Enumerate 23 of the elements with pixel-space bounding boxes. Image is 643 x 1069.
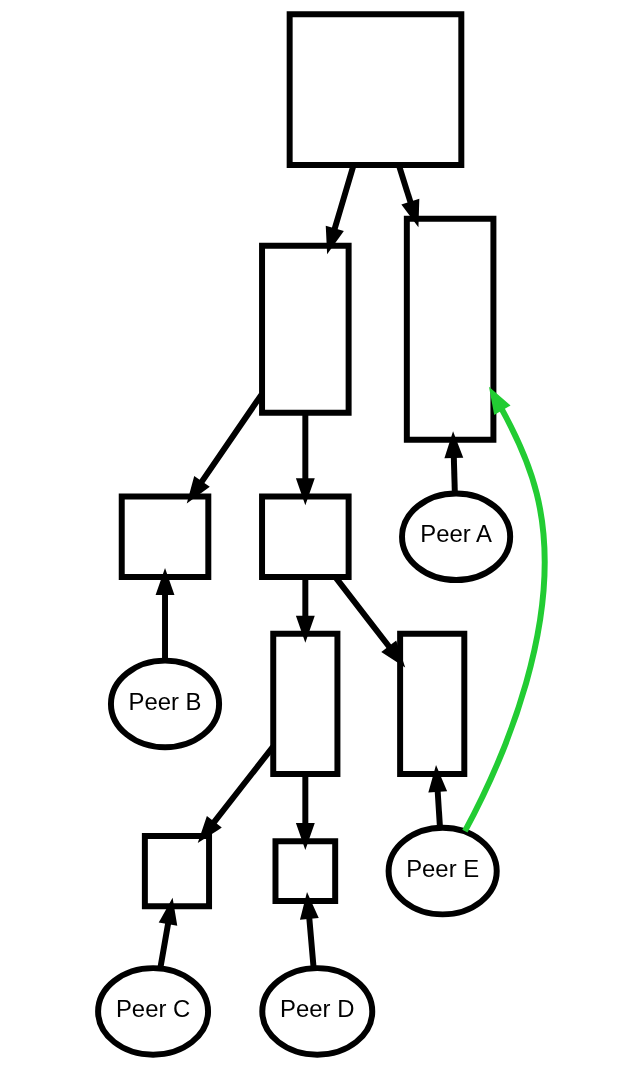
node-box: [270, 630, 341, 778]
node-box: [272, 838, 339, 904]
node-box: [259, 493, 352, 581]
node-ellipse: Peer D: [259, 965, 376, 1058]
arrow: [462, 386, 548, 833]
arrow: [428, 765, 448, 828]
arrow: [299, 892, 319, 969]
node-box: [397, 630, 468, 778]
arrow: [295, 577, 315, 643]
node-ellipse: Peer E: [385, 824, 500, 918]
node-box: [259, 242, 352, 416]
arrow: [155, 568, 175, 661]
node-ellipse: Peer A: [399, 490, 514, 583]
arrow: [295, 413, 315, 506]
node-ellipse: Peer C: [95, 965, 212, 1058]
arrow: [444, 431, 464, 494]
arrow: [295, 774, 315, 850]
node-box: [286, 11, 465, 169]
arrow: [157, 897, 178, 969]
node-box: [403, 215, 497, 443]
node-box: [118, 493, 212, 581]
node-box: [141, 833, 213, 910]
node-ellipse: Peer B: [107, 657, 223, 751]
